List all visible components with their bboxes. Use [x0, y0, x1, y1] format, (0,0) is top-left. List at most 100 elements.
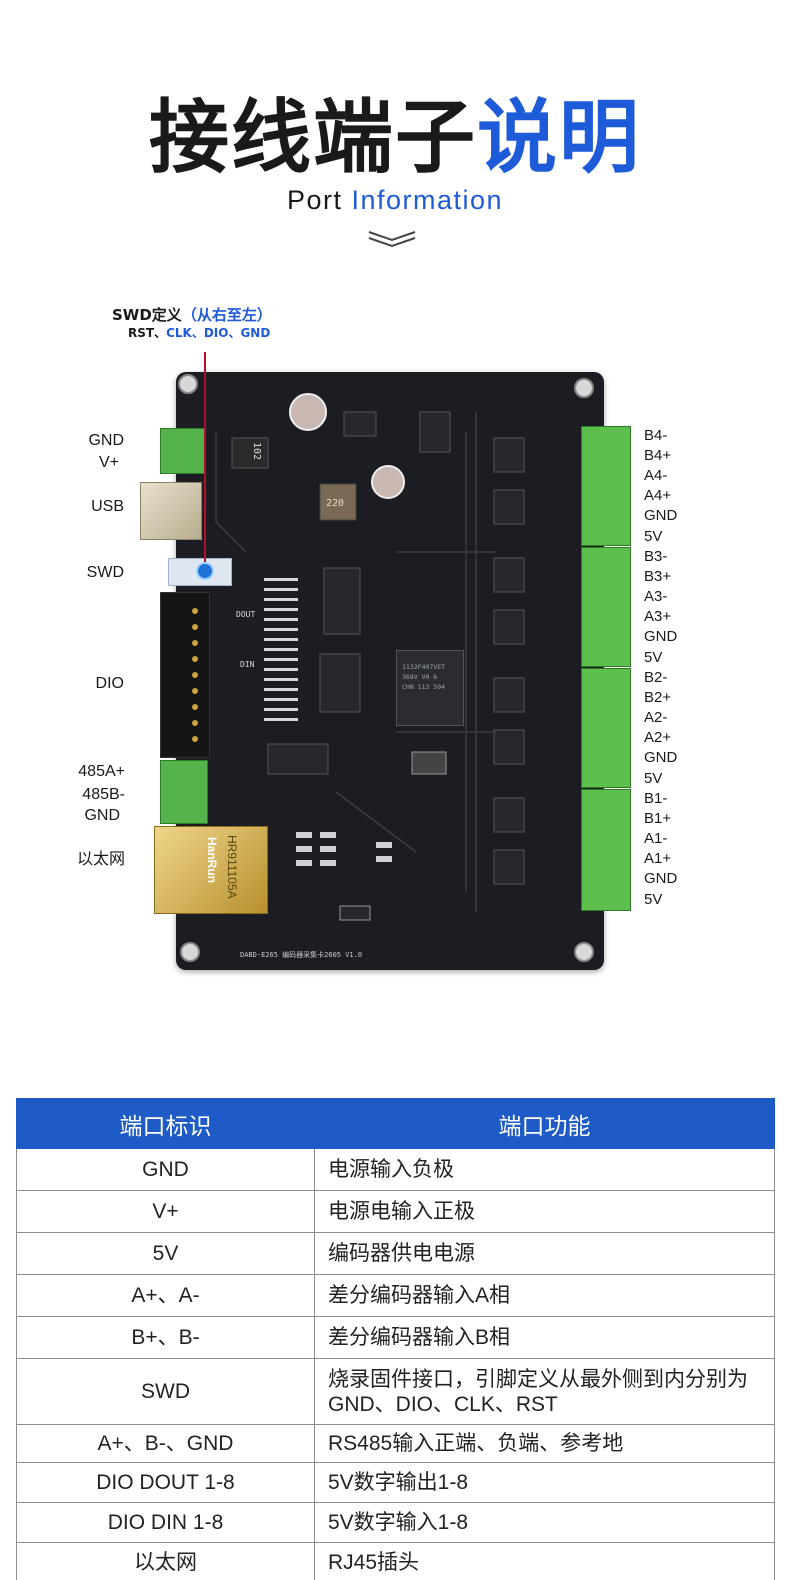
- right-label: A3+: [644, 608, 672, 625]
- port-table: 端口标识 端口功能 GND 电源输入负极 V+ 电源电输入正极 5V 编码器供电…: [16, 1098, 775, 1580]
- encoder-terminal-2: [581, 668, 631, 788]
- table-cell-port: 以太网: [16, 1542, 315, 1580]
- right-label: GND: [644, 749, 678, 766]
- table-row: B+、B- 差分编码器输入B相: [16, 1316, 775, 1359]
- mount-hole: [574, 378, 594, 398]
- swd-definition-title: SWD定义（从右至左）: [112, 305, 322, 325]
- usb-connector: [140, 482, 202, 540]
- swd-pointer-dot: [196, 562, 214, 580]
- right-label: 5V: [644, 528, 663, 545]
- table-cell-function: RJ45插头: [314, 1542, 775, 1580]
- encoder-terminal-4: [581, 426, 631, 546]
- right-label: GND: [644, 507, 678, 524]
- label-485b: 485B-: [82, 786, 125, 803]
- capacitor: [371, 465, 405, 499]
- page-header: 接线端子说明 Port Information: [0, 92, 790, 216]
- right-label: B1+: [644, 810, 672, 827]
- right-label: A1+: [644, 850, 672, 867]
- mount-hole: [178, 374, 198, 394]
- table-row: 5V 编码器供电电源: [16, 1232, 775, 1275]
- table-cell-function: 编码器供电电源: [314, 1232, 775, 1275]
- page-subtitle-dark: Port: [286, 185, 343, 215]
- right-label: B2-: [644, 669, 668, 686]
- table-cell-port: B+、B-: [16, 1316, 315, 1359]
- swd-definition: SWD定义（从右至左） RST、CLK、DIO、GND: [112, 305, 322, 341]
- page-subtitle-blue: Information: [351, 185, 504, 215]
- label-gnd: GND: [88, 432, 124, 449]
- table-cell-port: DIO DOUT 1-8: [16, 1462, 315, 1503]
- dio-pins: [192, 608, 198, 742]
- swd-pins-blue: CLK、DIO、GND: [166, 326, 271, 340]
- table-cell-port: A+、A-: [16, 1274, 315, 1317]
- rj45-brand: HanRun: [205, 837, 219, 883]
- page-title-blue: 说明: [477, 91, 641, 184]
- table-row: SWD 烧录固件接口，引脚定义从最外侧到内分别为GND、DIO、CLK、RST: [16, 1358, 775, 1425]
- mcu-marking-line3: CHN 113 504: [402, 683, 446, 691]
- swd-definition-title-blue: （从右至左）: [181, 306, 272, 324]
- right-label: B3-: [644, 548, 668, 565]
- power-terminal: [160, 428, 206, 474]
- table-header-row: 端口标识 端口功能: [16, 1098, 775, 1149]
- table-row: A+、B-、GND RS485输入正端、负端、参考地: [16, 1424, 775, 1463]
- inductor-marking-2: 220: [326, 498, 345, 509]
- pcb-artwork: [178, 374, 594, 962]
- swd-pointer-line: [204, 352, 206, 564]
- right-label: A2-: [644, 709, 668, 726]
- table-cell-port: SWD: [16, 1358, 315, 1425]
- table-cell-function: 烧录固件接口，引脚定义从最外侧到内分别为GND、DIO、CLK、RST: [314, 1358, 775, 1425]
- table-cell-function: 差分编码器输入A相: [314, 1274, 775, 1317]
- swd-pins-dark: RST、: [128, 326, 167, 340]
- ic-chip: [419, 411, 451, 453]
- right-label: B1-: [644, 790, 668, 807]
- right-label: B2+: [644, 689, 672, 706]
- mcu-marking-line2: 368V V0 6: [402, 673, 438, 681]
- table-cell-function: 差分编码器输入B相: [314, 1316, 775, 1359]
- ic-chip: [319, 653, 361, 713]
- inductor: [231, 437, 269, 469]
- table-row: DIO DIN 1-8 5V数字输入1-8: [16, 1502, 775, 1543]
- right-label: A4+: [644, 487, 672, 504]
- capacitor: [289, 393, 327, 431]
- ethernet-jack: HanRun HR911105A: [154, 826, 268, 914]
- right-label: 5V: [644, 891, 663, 908]
- ic-chip: [267, 743, 329, 775]
- label-485a: 485A+: [78, 763, 125, 780]
- right-label: A1-: [644, 830, 668, 847]
- right-label: B3+: [644, 568, 672, 585]
- label-dio: DIO: [95, 675, 124, 692]
- table-row: 以太网 RJ45插头: [16, 1542, 775, 1580]
- rj45-model: HR911105A: [225, 835, 239, 899]
- table-cell-port: V+: [16, 1190, 315, 1233]
- table-cell-function: 电源电输入正极: [314, 1190, 775, 1233]
- din-label: DIN: [240, 660, 255, 669]
- encoder-terminal-3: [581, 547, 631, 667]
- driver-chips: [493, 437, 525, 885]
- passive-parts: [296, 832, 392, 866]
- table-row: A+、A- 差分编码器输入A相: [16, 1274, 775, 1317]
- right-label: A4-: [644, 467, 668, 484]
- table-cell-function: 电源输入负极: [314, 1148, 775, 1191]
- ic-chip: [323, 567, 361, 635]
- pcb-traces: [215, 412, 496, 912]
- right-label: A2+: [644, 729, 672, 746]
- label-vplus: V+: [98, 454, 119, 471]
- right-label: A3-: [644, 588, 668, 605]
- mcu-marking: 1132F407VET 368V V0 6 CHN 113 504: [402, 662, 445, 692]
- mcu-marking-line1: 1132F407VET: [402, 663, 446, 671]
- table-cell-function: 5V数字输出1-8: [314, 1462, 775, 1503]
- table-cell-port: GND: [16, 1148, 315, 1191]
- table-header-function: 端口功能: [314, 1098, 775, 1149]
- table-row: GND 电源输入负极: [16, 1148, 775, 1191]
- swd-definition-title-dark: SWD定义: [112, 306, 182, 324]
- page-subtitle: Port Information: [0, 184, 790, 216]
- resistor-array: [264, 578, 298, 721]
- rs485-terminal: [160, 760, 208, 824]
- page-title-dark: 接线端子: [149, 91, 477, 184]
- swd-definition-pins: RST、CLK、DIO、GND: [128, 325, 322, 341]
- table-header-port: 端口标识: [16, 1098, 315, 1149]
- chevron-down-icon: [368, 231, 416, 248]
- dout-label: DOUT: [236, 610, 256, 619]
- right-label: 5V: [644, 770, 663, 787]
- right-label: B4+: [644, 447, 672, 464]
- right-label: 5V: [644, 649, 663, 666]
